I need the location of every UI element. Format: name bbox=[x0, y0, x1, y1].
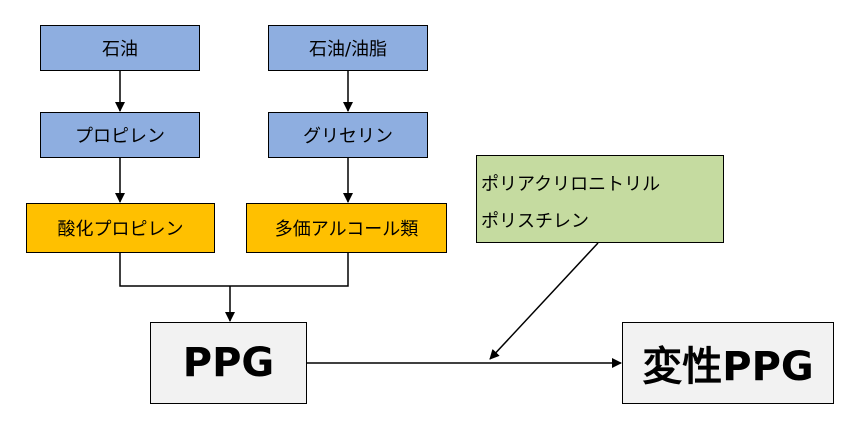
node-ppg: PPG bbox=[150, 322, 307, 404]
node-oil-label: 石油 bbox=[102, 39, 138, 60]
node-oil-fats-label: 石油/油脂 bbox=[308, 39, 388, 60]
node-propylene-oxide-label: 酸化プロピレン bbox=[57, 219, 184, 240]
node-ppg-label: PPG bbox=[182, 340, 275, 386]
node-oil: 石油 bbox=[40, 25, 200, 71]
arrow-modifiers-to-process bbox=[489, 242, 599, 360]
node-modified-ppg-label: 変性PPG bbox=[642, 344, 814, 390]
node-propylene-oxide: 酸化プロピレン bbox=[26, 203, 215, 253]
node-polyol: 多価アルコール類 bbox=[246, 203, 447, 253]
node-propylene: プロピレン bbox=[40, 112, 200, 158]
node-glycerin-label: グリセリン bbox=[303, 126, 393, 147]
modifier-polystyrene: ポリスチレン bbox=[481, 211, 589, 232]
node-oil-fats: 石油/油脂 bbox=[268, 25, 428, 71]
modifier-polyacrylonitrile: ポリアクリロニトリル bbox=[481, 174, 661, 195]
node-modifiers: ポリアクリロニトリル ポリスチレン bbox=[476, 155, 724, 243]
node-modified-ppg: 変性PPG bbox=[622, 322, 834, 404]
node-propylene-label: プロピレン bbox=[75, 126, 165, 147]
merge-line bbox=[119, 253, 349, 287]
node-glycerin: グリセリン bbox=[268, 112, 428, 158]
node-polyol-label: 多価アルコール類 bbox=[274, 219, 419, 240]
